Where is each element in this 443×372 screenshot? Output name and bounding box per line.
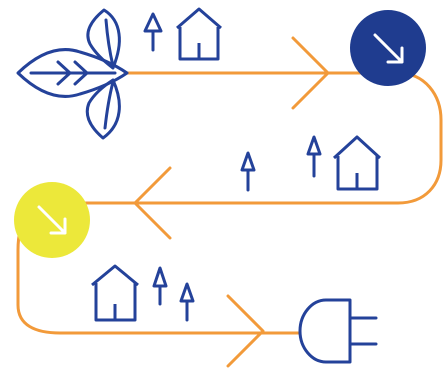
house-icon [176, 7, 222, 61]
arrow-down-right-icon [350, 10, 426, 86]
tree-icon [179, 282, 195, 322]
house-icon [91, 264, 139, 322]
tree-icon [240, 151, 256, 192]
leaf-sprout-icon [16, 8, 129, 140]
chevron-right-icon [291, 36, 330, 110]
flow-path [16, 71, 443, 335]
tree-icon [143, 12, 163, 52]
arrow-down-right-icon [14, 182, 90, 258]
power-plug-icon [298, 298, 378, 364]
tree-icon [152, 266, 168, 306]
tree-icon [306, 135, 322, 178]
chevron-right-icon [226, 294, 265, 368]
house-icon [332, 135, 382, 191]
chevron-left-icon [133, 166, 172, 240]
